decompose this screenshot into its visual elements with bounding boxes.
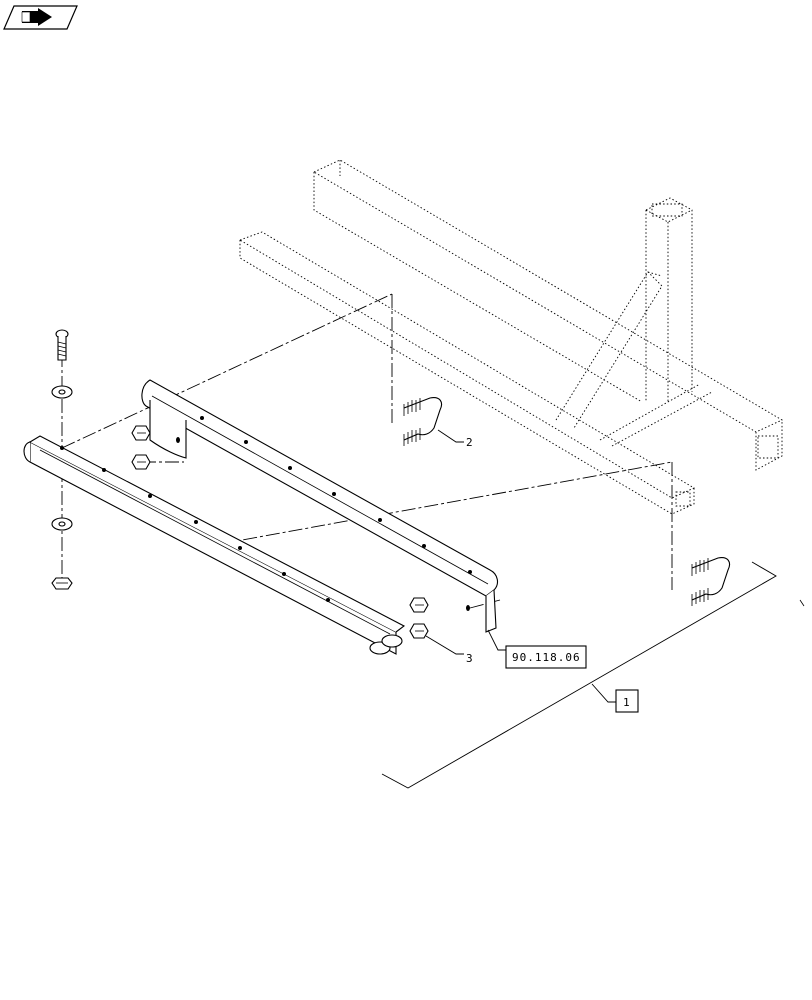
mounting-bracket (141, 379, 499, 633)
u-bolt-upper (403, 397, 443, 446)
hex-nut-right-lower (409, 623, 429, 639)
carriage-bolt (55, 329, 69, 361)
alignment-lines (61, 293, 673, 609)
flat-washer-top (51, 385, 73, 399)
callout-2-label: 2 (466, 436, 473, 449)
assembly-boundary: 1 (381, 561, 777, 789)
deflector-strip (23, 435, 406, 655)
flat-washer-bottom (51, 517, 73, 531)
edge-tick (799, 599, 805, 607)
navigation-arrow-icon[interactable] (3, 5, 78, 30)
hex-nut-left-upper (131, 425, 151, 441)
callout-1-label: 1 (623, 696, 630, 709)
reference-label: 90.118.06 (512, 651, 581, 664)
callout-3-label: 3 (466, 652, 473, 665)
callout-2: 2 (437, 429, 473, 449)
hex-nut-right-upper (409, 597, 429, 613)
reference-callout: 90.118.06 (487, 629, 587, 669)
hex-nut-left-lower (131, 454, 151, 470)
lock-nut-bottom (51, 577, 73, 590)
u-bolt-lower (691, 557, 731, 606)
frame-outline (238, 159, 783, 515)
callout-3: 3 (425, 635, 473, 665)
